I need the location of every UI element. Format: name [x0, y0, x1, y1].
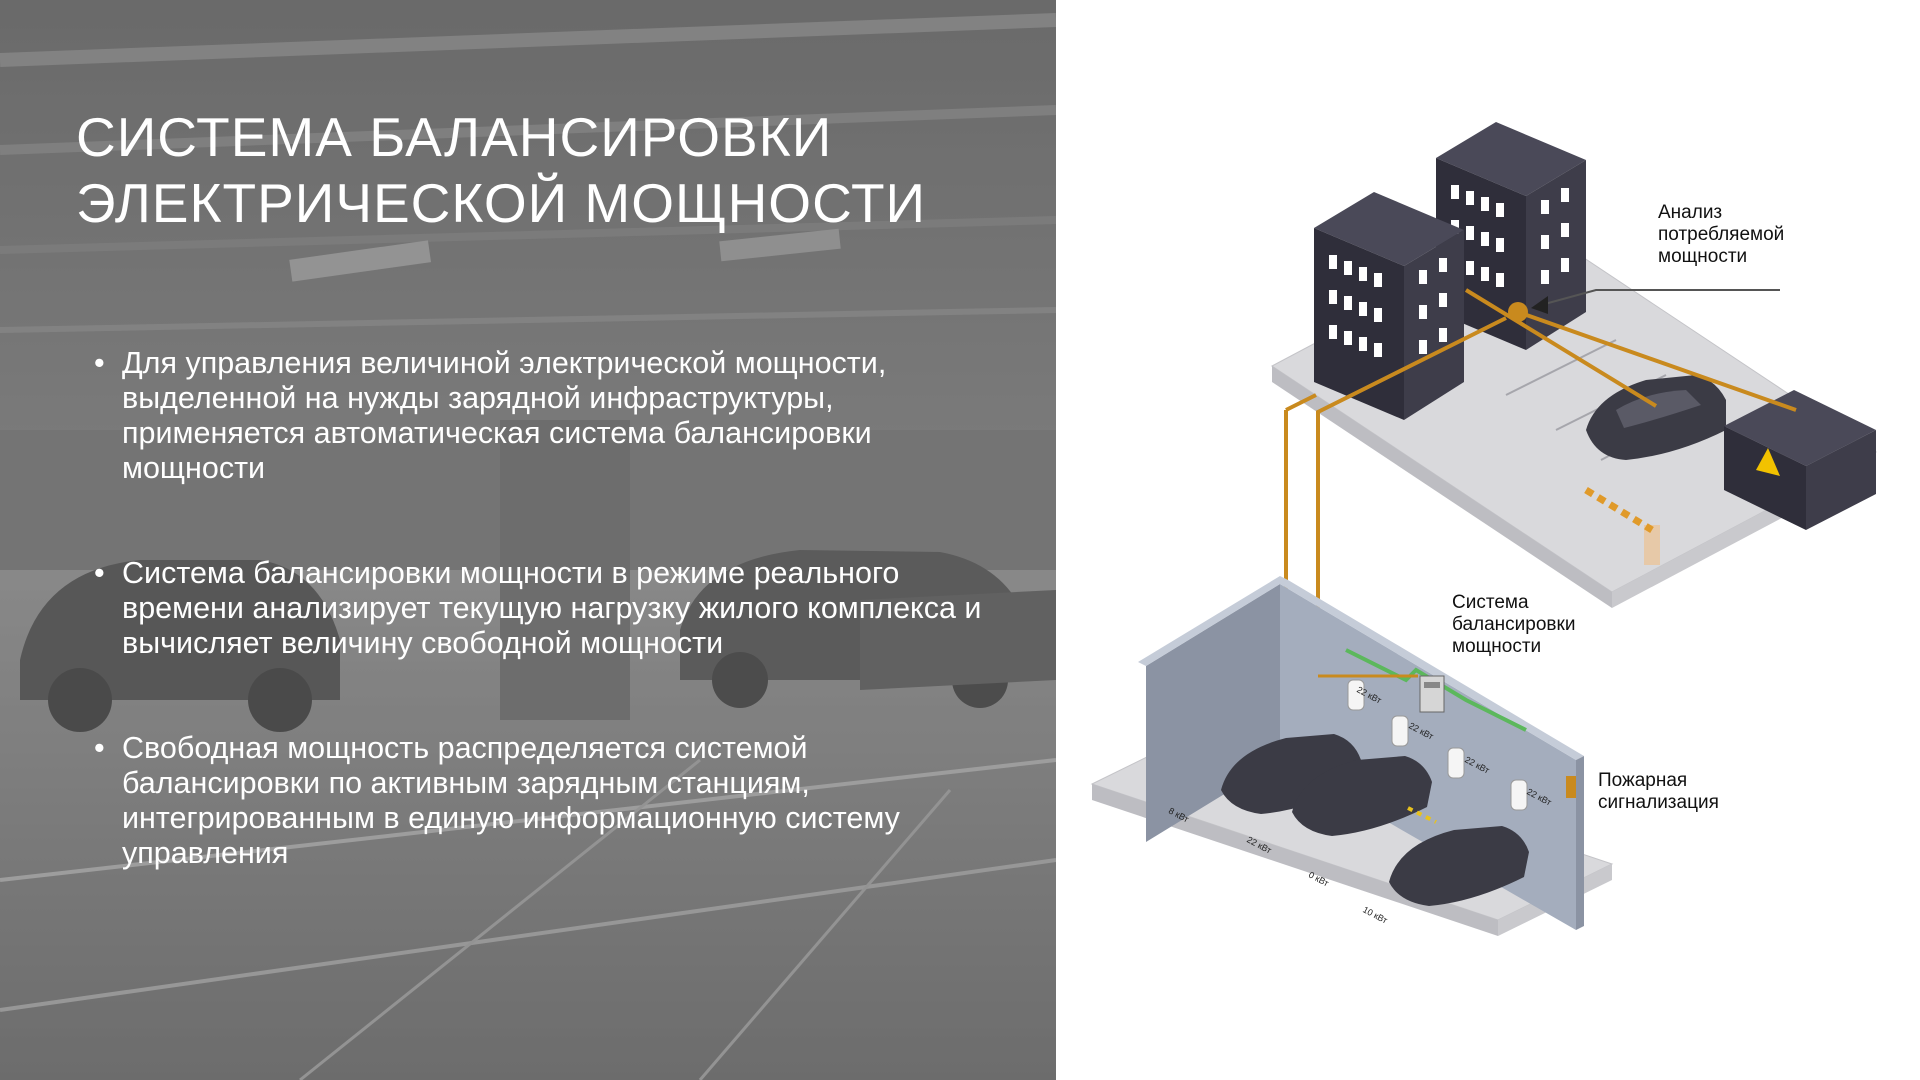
label-balancing-line-3: мощности — [1452, 636, 1542, 657]
label-analysis-line-3: мощности — [1658, 246, 1748, 267]
car-icon — [1292, 756, 1432, 836]
label-balancing: Система балансировки мощности — [1452, 592, 1642, 658]
charger-icon — [1391, 715, 1409, 747]
label-analysis-line-1: Анализ — [1658, 202, 1723, 223]
label-balancing-line-2: балансировки — [1452, 614, 1576, 635]
car-icon — [1586, 375, 1726, 460]
bullet-item-3: Свободная мощность распределяется систем… — [94, 731, 994, 871]
label-analysis: Анализ потребляемой мощности — [1658, 202, 1848, 268]
label-fire-alarm-line-1: Пожарная — [1598, 770, 1688, 791]
label-fire-alarm-line-2: сигнализация — [1598, 792, 1719, 813]
data-line — [1345, 648, 1527, 732]
car-icon — [1389, 826, 1529, 906]
label-analysis-line-2: потребляемой — [1658, 224, 1785, 245]
meter-node — [1508, 302, 1528, 322]
left-photo-panel: СИСТЕМА БАЛАНСИРОВКИ ЭЛЕКТРИЧЕСКОЙ МОЩНО… — [0, 0, 1056, 1080]
bullet-list: Для управления величиной электрической м… — [94, 346, 994, 941]
charger-icon — [1347, 679, 1365, 711]
power-balancing-diagram: Анализ потребляемой мощности Система бал… — [1056, 0, 1920, 1080]
title-line-1: СИСТЕМА БАЛАНСИРОВКИ — [76, 106, 833, 168]
slide-title: СИСТЕМА БАЛАНСИРОВКИ ЭЛЕКТРИЧЕСКОЙ МОЩНО… — [76, 104, 1036, 236]
label-balancing-line-1: Система — [1452, 592, 1529, 613]
balancing-unit-icon — [1419, 675, 1445, 713]
charger-icon — [1510, 779, 1528, 811]
title-line-2: ЭЛЕКТРИЧЕСКОЙ МОЩНОСТИ — [76, 172, 927, 234]
barrier-icon — [1584, 487, 1660, 565]
building-icon — [1314, 192, 1464, 420]
bullet-item-1: Для управления величиной электрической м… — [94, 346, 994, 486]
label-fire-alarm: Пожарная сигнализация — [1598, 770, 1788, 814]
power-cable — [1284, 288, 1658, 590]
transformer-icon — [1724, 390, 1876, 530]
charger-icon — [1447, 747, 1465, 779]
bullet-item-2: Система балансировки мощности в режиме р… — [94, 556, 994, 661]
fire-alarm-icon — [1566, 776, 1576, 798]
